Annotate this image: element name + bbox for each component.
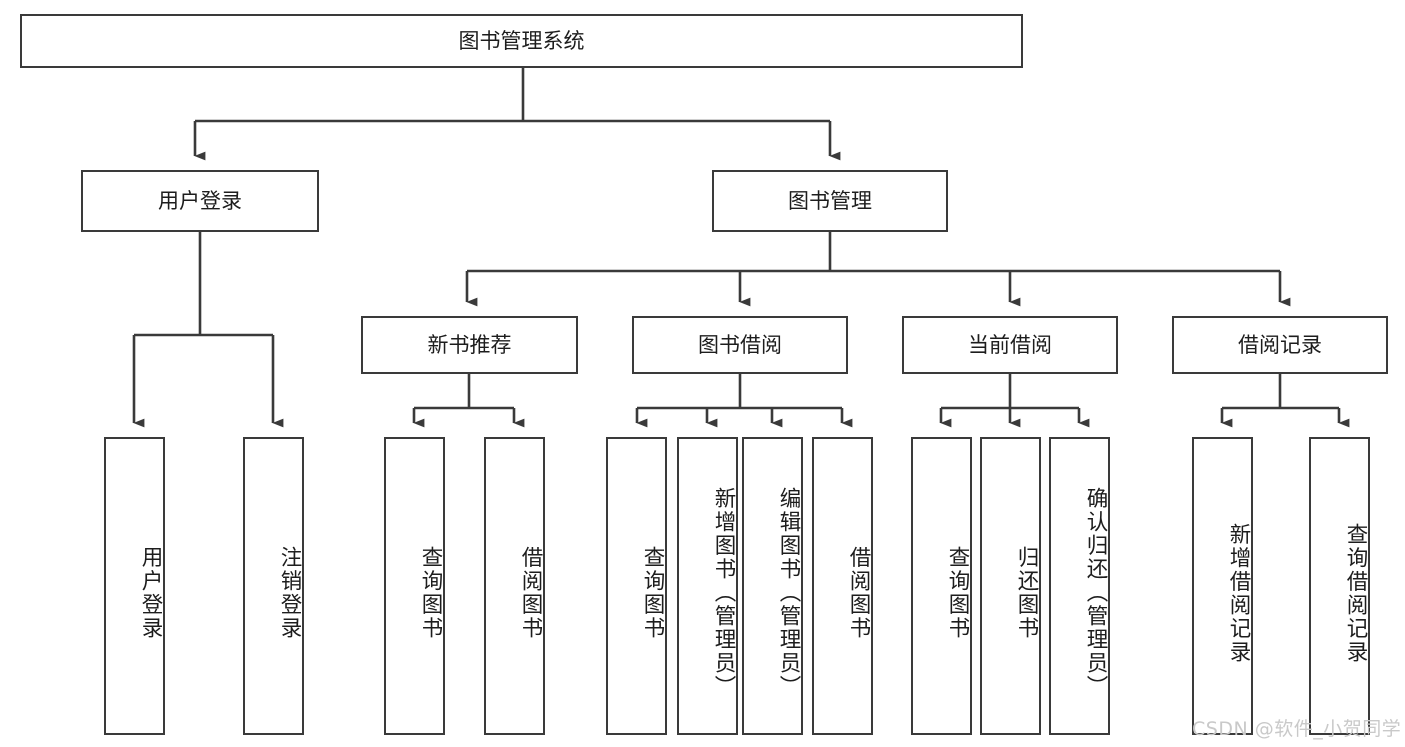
node-leaf-borrow-book-1[interactable]: 借阅图书 bbox=[484, 437, 545, 735]
node-leaf-query-book-2[interactable]: 查询图书 bbox=[606, 437, 667, 735]
node-leaf-user-login[interactable]: 用户登录 bbox=[104, 437, 165, 735]
node-book-manage-label: 图书管理 bbox=[788, 188, 872, 213]
node-leaf-return-book[interactable]: 归还图书 bbox=[980, 437, 1041, 735]
node-user-login[interactable]: 用户登录 bbox=[81, 170, 319, 232]
node-root-label: 图书管理系统 bbox=[458, 28, 585, 53]
node-leaf-return-book-label: 归还图书 bbox=[1014, 546, 1039, 640]
node-leaf-borrow-book-2[interactable]: 借阅图书 bbox=[812, 437, 873, 735]
node-leaf-add-book[interactable]: 新增图书（管理员） bbox=[677, 437, 738, 735]
node-leaf-query-book-2-label: 查询图书 bbox=[640, 546, 665, 640]
node-leaf-query-book-3-label: 查询图书 bbox=[945, 546, 970, 640]
node-leaf-edit-book[interactable]: 编辑图书（管理员） bbox=[742, 437, 803, 735]
node-leaf-borrow-book-1-label: 借阅图书 bbox=[518, 546, 543, 640]
node-leaf-query-book-1[interactable]: 查询图书 bbox=[384, 437, 445, 735]
node-leaf-add-record-label: 新增借阅记录 bbox=[1226, 522, 1251, 664]
node-book-borrow[interactable]: 图书借阅 bbox=[632, 316, 848, 374]
node-leaf-logout-login[interactable]: 注销登录 bbox=[243, 437, 304, 735]
node-leaf-add-record[interactable]: 新增借阅记录 bbox=[1192, 437, 1253, 735]
node-leaf-query-book-1-label: 查询图书 bbox=[418, 546, 443, 640]
node-leaf-confirm-return[interactable]: 确认归还（管理员） bbox=[1049, 437, 1110, 735]
node-leaf-query-record[interactable]: 查询借阅记录 bbox=[1309, 437, 1370, 735]
node-new-book-recommend-label: 新书推荐 bbox=[427, 332, 512, 357]
node-leaf-edit-book-label: 编辑图书（管理员） bbox=[776, 487, 801, 699]
node-new-book-recommend[interactable]: 新书推荐 bbox=[361, 316, 578, 374]
node-leaf-user-login-label: 用户登录 bbox=[138, 546, 163, 640]
node-current-borrow[interactable]: 当前借阅 bbox=[902, 316, 1118, 374]
node-user-login-label: 用户登录 bbox=[158, 188, 242, 213]
node-leaf-borrow-book-2-label: 借阅图书 bbox=[846, 546, 871, 640]
node-leaf-confirm-return-label: 确认归还（管理员） bbox=[1083, 487, 1108, 699]
node-current-borrow-label: 当前借阅 bbox=[968, 332, 1052, 357]
node-leaf-query-book-3[interactable]: 查询图书 bbox=[911, 437, 972, 735]
node-leaf-logout-login-label: 注销登录 bbox=[277, 546, 302, 640]
node-borrow-record-label: 借阅记录 bbox=[1238, 332, 1322, 357]
node-book-borrow-label: 图书借阅 bbox=[698, 332, 782, 357]
csdn-watermark: CSDN @软件_小贺同学 bbox=[1192, 718, 1402, 740]
node-leaf-query-record-label: 查询借阅记录 bbox=[1343, 522, 1368, 664]
node-leaf-add-book-label: 新增图书（管理员） bbox=[711, 487, 736, 699]
node-root[interactable]: 图书管理系统 bbox=[20, 14, 1023, 68]
node-borrow-record[interactable]: 借阅记录 bbox=[1172, 316, 1388, 374]
node-book-manage[interactable]: 图书管理 bbox=[712, 170, 948, 232]
